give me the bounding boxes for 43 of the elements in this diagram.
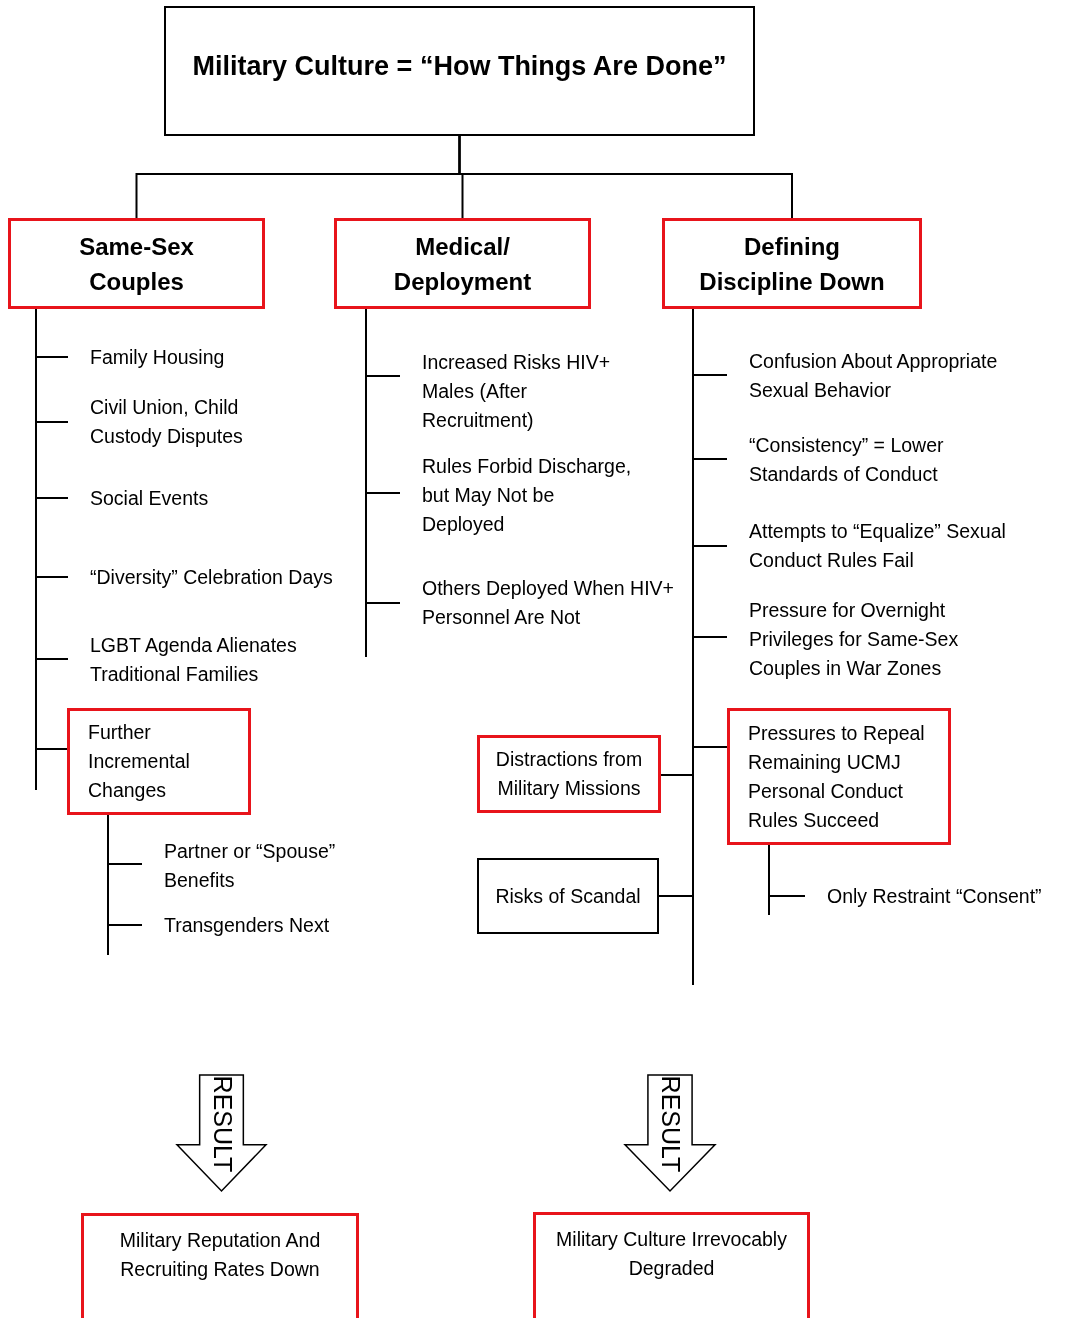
connector-line <box>365 308 401 604</box>
box-label: Military Reputation And Recruiting Rates Down <box>118 1228 322 1282</box>
list-item-text: “Diversity” Celebration Days <box>68 562 345 592</box>
box-label: Medical/ Deployment <box>392 231 533 297</box>
list-item-text: LGBT Agenda Alienates Traditional Families <box>68 631 345 689</box>
highlight-box <box>477 735 661 813</box>
connector-line <box>107 814 143 926</box>
process-box <box>477 858 659 934</box>
box-label: Defining Discipline Down <box>698 231 886 297</box>
list-item-text: Rules Forbid Discharge, but May Not be Deployed <box>400 451 634 539</box>
list-item-text: Confusion About Appropriate Sexual Behavior <box>727 347 1059 405</box>
box-label: Military Culture = “How Things Are Done” <box>192 49 727 83</box>
list-item-text: Civil Union, Child Custody Disputes <box>68 393 310 451</box>
list-item-text: Only Restraint “Consent” <box>805 881 1082 911</box>
list-item-text: Others Deployed When HIV+ Personnel Are Not <box>400 574 684 632</box>
box-label: Distractions from Military Missions <box>494 747 644 801</box>
result-box <box>533 1212 810 1318</box>
list-item-text: Social Events <box>68 483 310 513</box>
highlight-box <box>67 708 251 815</box>
result-label: RESULT <box>207 1075 236 1172</box>
title-box <box>164 6 755 136</box>
list-item-text: “Consistency” = Lower Standards of Conduct <box>727 431 1001 489</box>
list-item-text: Pressure for Overnight Privileges for Same-Sex Couples in War Zones <box>727 595 1006 683</box>
box-label: Military Culture Irrevocably Degraded <box>555 1227 788 1281</box>
box-label: Same-Sex Couples <box>78 231 195 297</box>
list-item-text: Family Housing <box>68 342 370 372</box>
connector-line <box>768 844 806 897</box>
result-label: RESULT <box>655 1075 685 1172</box>
category-box <box>8 218 265 309</box>
list-item-text: Partner or “Spouse” Benefits <box>142 837 386 895</box>
list-item-text: Transgenders Next <box>142 910 386 940</box>
box-label: Pressures to Repeal Remaining UCMJ Personal Conduct Rules Succeed <box>748 720 926 833</box>
list-item-text: Increased Risks HIV+ Males (After Recruitment) <box>400 347 624 435</box>
connector-line <box>658 308 694 897</box>
highlight-box <box>727 708 951 845</box>
category-box <box>662 218 922 309</box>
result-box <box>81 1213 359 1318</box>
box-label: Further Incremental Changes <box>88 720 191 803</box>
list-item-text: Attempts to “Equalize” Sexual Conduct Rules Fail <box>727 517 1024 575</box>
connector-line <box>35 308 68 750</box>
connector-line <box>458 135 793 219</box>
box-label: Risks of Scandal <box>494 883 642 909</box>
category-box <box>334 218 591 309</box>
